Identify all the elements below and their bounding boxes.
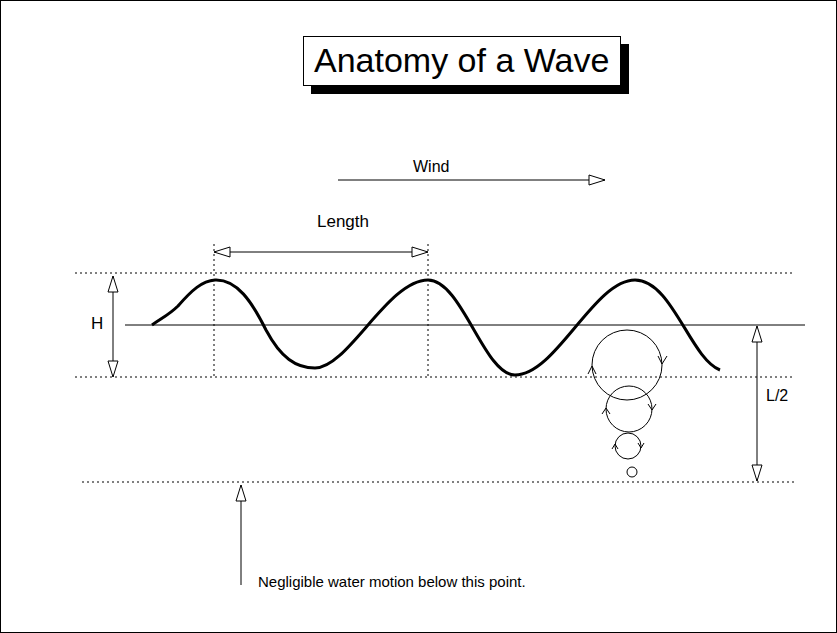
length-arrow — [214, 252, 428, 253]
crest-line — [75, 273, 795, 274]
length-marker — [428, 244, 429, 377]
title-text: Anatomy of a Wave — [314, 41, 610, 80]
still-water-line — [125, 325, 805, 326]
wind-arrow — [338, 180, 605, 181]
depth-arrow — [757, 326, 758, 481]
wave-profile — [152, 280, 720, 375]
trough-line — [75, 377, 795, 378]
wave-base-line — [82, 482, 795, 483]
title-box: Anatomy of a Wave — [303, 36, 621, 86]
height-arrow — [113, 276, 114, 377]
length-marker — [214, 244, 215, 377]
pointer-arrow — [241, 485, 242, 585]
height-label: H — [91, 315, 103, 334]
orbital-motion — [588, 330, 667, 477]
length-label: Length — [317, 213, 369, 232]
wind-label: Wind — [413, 158, 449, 176]
note-text: Negligible water motion below this point… — [258, 574, 526, 591]
depth-label: L/2 — [766, 387, 788, 405]
